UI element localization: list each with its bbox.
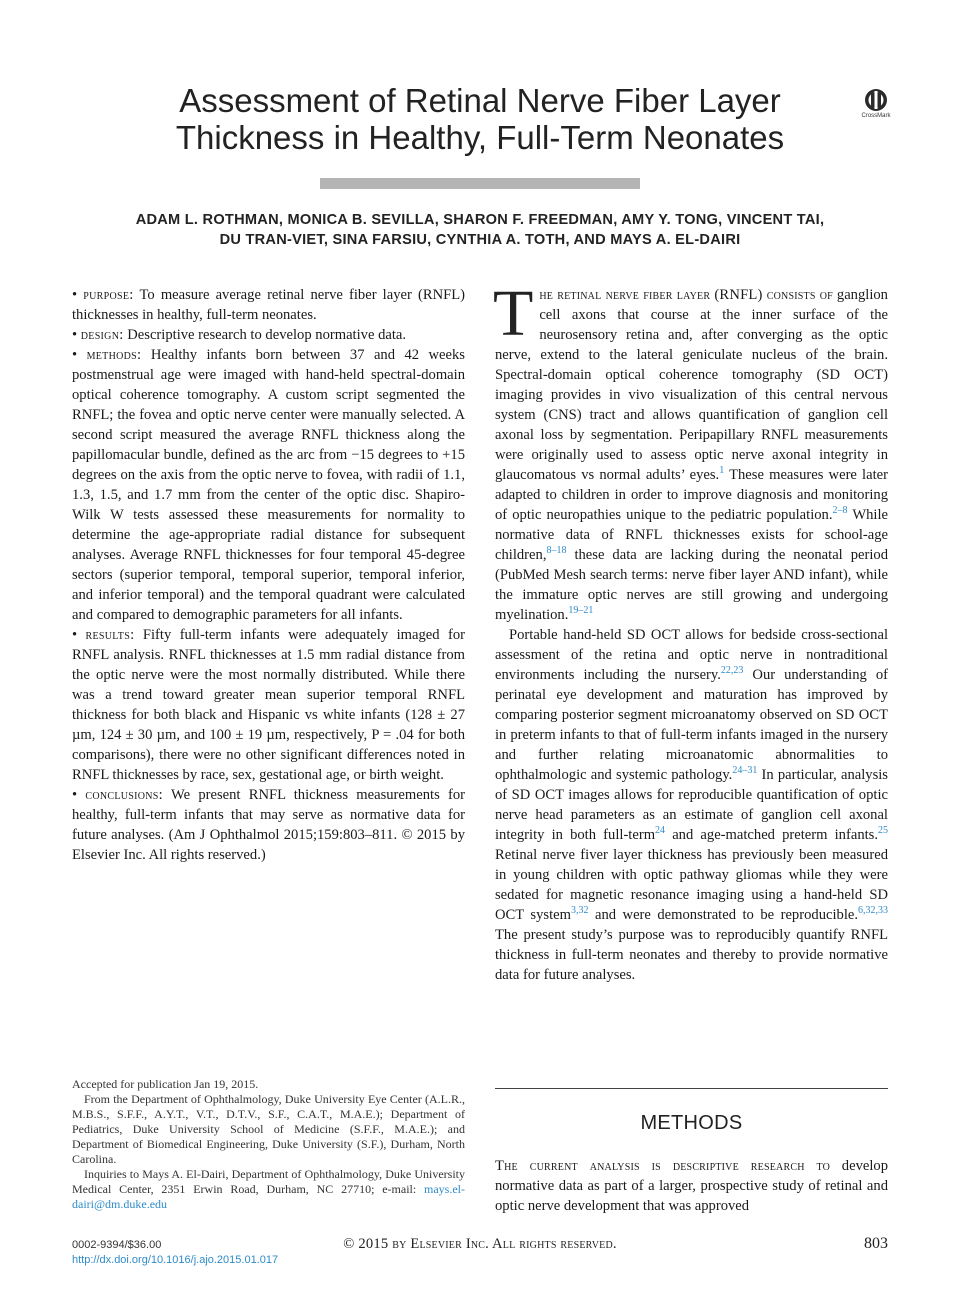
author-list: ADAM L. ROTHMAN, MONICA B. SEVILLA, SHAR… (60, 210, 900, 250)
title-line-1: Assessment of Retinal Nerve Fiber Layer (179, 82, 781, 119)
methods-body: develop normative data as part of a larg… (495, 1158, 888, 1214)
authors-line-2: DU TRAN-VIET, SINA FARSIU, CYNTHIA A. TO… (219, 232, 741, 248)
crossmark-label: CrossMark (861, 113, 891, 119)
design-text: Descriptive research to develop normativ… (127, 327, 407, 343)
abstract-conclusions: • conclusions: We present RNFL thickness… (72, 787, 466, 863)
intro-text: ganglion cell axons that course at the i… (495, 287, 888, 483)
intro-text: In particular, analysis of SD OCT images… (495, 767, 888, 843)
purpose-label: purpose: (83, 287, 134, 303)
intro-text: These measures were later adapted to chi… (495, 467, 888, 523)
crossmark-icon (865, 89, 887, 111)
intro-text: and were demonstrated to be reproducible… (594, 907, 858, 923)
inquiries: Inquiries to Mays A. El-Dairi, Departmen… (72, 1167, 465, 1212)
issn-price: 0002-9394/$36.00 (72, 1239, 162, 1251)
inquiries-text: Inquiries to Mays A. El-Dairi, Departmen… (72, 1167, 465, 1196)
citation-link[interactable]: 1 (719, 465, 725, 477)
citation-link[interactable]: 3,32 (570, 905, 589, 917)
abstract: • purpose: To measure average retinal ne… (72, 285, 465, 865)
intro-text: these data are lacking during the neonat… (495, 547, 888, 623)
abstract-results: • results: Fifty full-term infants were … (72, 627, 465, 783)
drop-cap: T (493, 277, 534, 350)
results-label: results: (85, 627, 135, 643)
intro-lead: he retinal nerve fiber layer (RNFL) cons… (539, 287, 833, 303)
design-label: design: (80, 327, 124, 343)
citation-link[interactable]: 24–31 (732, 765, 758, 777)
intro-text: and age-matched preterm infants. (672, 827, 878, 843)
accepted-date: Accepted for publication Jan 19, 2015. (72, 1077, 259, 1091)
citation-link[interactable]: 19–21 (568, 605, 594, 617)
affiliations: From the Department of Ophthalmology, Du… (72, 1092, 465, 1166)
conclusions-text: We present RNFL thickness measurements f… (72, 787, 466, 863)
intro-text: Portable hand-held SD OCT allows for bed… (495, 627, 888, 683)
intro-paragraph-2: Portable hand-held SD OCT allows for bed… (495, 625, 888, 985)
methods-label: methods: (86, 347, 142, 363)
abstract-design: • design: Descriptive research to develo… (72, 327, 407, 343)
doi-link[interactable]: http://dx.doi.org/10.1016/j.ajo.2015.01.… (72, 1254, 279, 1266)
citation-link[interactable]: 6,32,33 (858, 905, 888, 917)
footnotes: Accepted for publication Jan 19, 2015. F… (72, 1077, 465, 1212)
methods-text: Healthy infants born between 37 and 42 w… (72, 347, 465, 623)
citation-link[interactable]: 8–18 (546, 545, 567, 557)
methods-heading: METHODS (640, 1112, 743, 1134)
copyright-notice: © 2015 by Elsevier Inc. All rights reser… (343, 1236, 617, 1252)
crossmark-badge[interactable]: CrossMark (858, 88, 894, 122)
intro-text: While normative data of RNFL thicknesses… (495, 507, 888, 563)
page-number: 803 (864, 1235, 888, 1252)
citation-link[interactable]: 25 (878, 825, 888, 837)
footer-identifiers: 0002-9394/$36.00 http://dx.doi.org/10.10… (72, 1238, 372, 1268)
section-divider (495, 1088, 888, 1089)
results-text: Fifty full-term infants were adequately … (72, 627, 465, 783)
citation-link[interactable]: 2–8 (832, 505, 848, 517)
title-line-2: Thickness in Healthy, Full-Term Neonates (175, 119, 785, 156)
article-title: Assessment of Retinal Nerve Fiber Layer … (150, 82, 810, 156)
title-divider (320, 178, 640, 189)
methods-lead: The current analysis is descriptive rese… (495, 1158, 831, 1174)
intro-text: Retinal nerve fiver layer thickness has … (495, 847, 888, 923)
intro-text: The present study’s purpose was to repro… (495, 927, 888, 983)
conclusions-label: conclusions: (85, 787, 164, 803)
email-link[interactable]: mays.el-dairi@dm.duke.edu (72, 1182, 466, 1211)
methods-paragraph: The current analysis is descriptive rese… (495, 1156, 888, 1216)
authors-line-1: ADAM L. ROTHMAN, MONICA B. SEVILLA, SHAR… (135, 212, 825, 228)
abstract-purpose: • purpose: To measure average retinal ne… (72, 287, 466, 323)
purpose-text: To measure average retinal nerve fiber l… (72, 287, 466, 323)
citation-link[interactable]: 24 (655, 825, 666, 837)
intro-text: Our understanding of perinatal eye devel… (495, 667, 888, 783)
abstract-methods: • methods: Healthy infants born between … (72, 347, 465, 623)
citation-link[interactable]: 22,23 (720, 665, 744, 677)
